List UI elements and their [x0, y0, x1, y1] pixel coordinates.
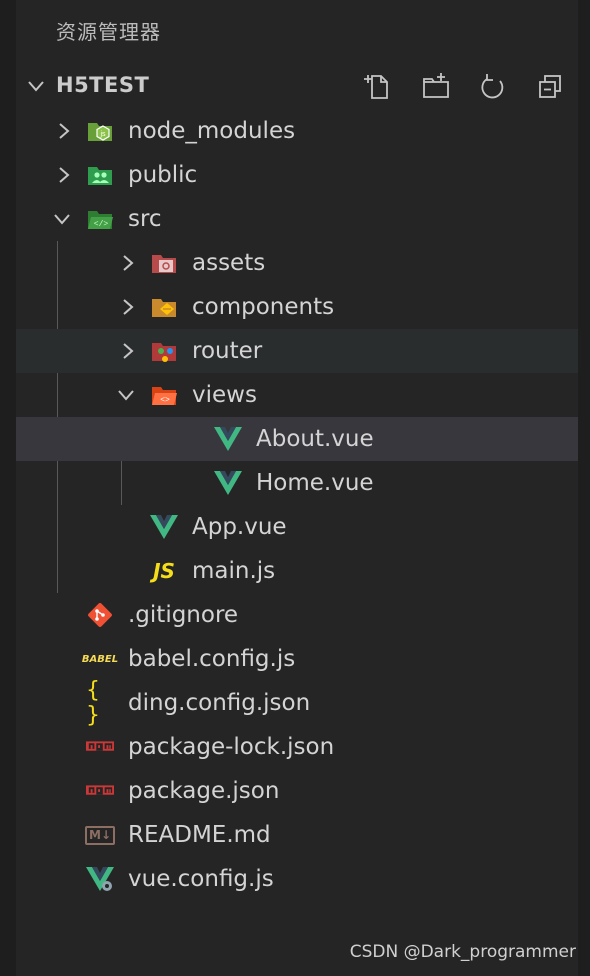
tree-item-views[interactable]: <> views — [16, 373, 578, 417]
chevron-right-icon — [59, 123, 70, 139]
tree-item-about-vue[interactable]: About.vue — [16, 417, 578, 461]
views-folder-icon: <> — [150, 381, 178, 409]
assets-folder-icon — [150, 249, 178, 277]
markdown-icon: M↓ — [85, 821, 115, 849]
tree-item-label: README.md — [128, 822, 271, 848]
refresh-button[interactable] — [476, 70, 510, 104]
tree-item-vue-config[interactable]: vue.config.js — [16, 857, 578, 901]
git-icon — [86, 601, 114, 629]
tree-item-app-vue[interactable]: App.vue — [16, 505, 578, 549]
javascript-icon: JS — [153, 559, 175, 583]
chevron-down-icon — [28, 81, 44, 92]
npm-icon — [86, 733, 114, 761]
tree-item-label: main.js — [192, 558, 276, 584]
panel-title: 资源管理器 — [56, 20, 161, 44]
tree-item-label: .gitignore — [128, 602, 239, 628]
tree-item-node-modules[interactable]: js node_modules — [16, 109, 578, 153]
tree-item-label: package-lock.json — [128, 734, 335, 760]
tree-item-label: About.vue — [256, 426, 374, 452]
svg-text:</>: </> — [94, 220, 109, 229]
workspace-section-header[interactable]: H5TEST — [16, 64, 578, 108]
tree-item-label: babel.config.js — [128, 646, 296, 672]
tree-item-babel-config[interactable]: BABEL babel.config.js — [16, 637, 578, 681]
npm-icon — [86, 777, 114, 805]
tree-item-label: public — [128, 162, 198, 188]
vue-config-icon — [86, 865, 114, 893]
tree-item-src[interactable]: </> src — [16, 197, 578, 241]
tree-item-label: src — [128, 206, 162, 232]
tree-item-package-json[interactable]: package.json — [16, 769, 578, 813]
tree-item-label: assets — [192, 250, 266, 276]
tree-item-label: router — [192, 338, 263, 364]
tree-item-package-lock[interactable]: package-lock.json — [16, 725, 578, 769]
tree-item-label: package.json — [128, 778, 280, 804]
new-file-button[interactable] — [362, 70, 396, 104]
svg-text:js: js — [99, 131, 106, 138]
svg-text:<>: <> — [160, 396, 170, 405]
tree-item-home-vue[interactable]: Home.vue — [16, 461, 578, 505]
indent-guide-views — [121, 417, 122, 505]
components-folder-icon — [150, 293, 178, 321]
tree-item-ding-config[interactable]: { } ding.config.json — [16, 678, 578, 728]
editor-edge — [578, 0, 590, 976]
new-folder-button[interactable] — [419, 70, 453, 104]
tree-item-label: Home.vue — [256, 470, 374, 496]
tree-item-router[interactable]: router — [16, 329, 578, 373]
tree-item-label: ding.config.json — [128, 690, 311, 716]
refresh-icon — [481, 74, 504, 99]
tree-item-label: node_modules — [128, 118, 296, 144]
tree-item-components[interactable]: components — [16, 285, 578, 329]
vue-icon — [150, 513, 178, 541]
tree-item-label: App.vue — [192, 514, 287, 540]
chevron-down-icon — [54, 214, 70, 225]
new-folder-icon — [423, 73, 449, 98]
src-folder-icon: </> — [86, 205, 114, 233]
collapse-all-button[interactable] — [533, 70, 567, 104]
tree-item-public[interactable]: public — [16, 153, 578, 197]
chevron-right-icon — [59, 167, 70, 183]
chevron-right-icon — [123, 299, 134, 315]
json-braces-icon: { } — [86, 678, 100, 728]
tree-item-label: views — [192, 382, 257, 408]
tree-item-label: vue.config.js — [128, 866, 274, 892]
vue-icon — [214, 469, 242, 497]
tree-item-label: components — [192, 294, 335, 320]
tree-item-main-js[interactable]: JS main.js — [16, 549, 578, 593]
chevron-down-icon — [118, 390, 134, 401]
tree-item-gitignore[interactable]: .gitignore — [16, 593, 578, 637]
new-file-icon — [364, 75, 388, 99]
markdown-icon-text: M↓ — [85, 825, 115, 845]
activity-bar-edge — [0, 0, 16, 976]
router-folder-icon — [150, 337, 178, 365]
chevron-right-icon — [123, 255, 134, 271]
chevron-right-icon — [123, 343, 134, 359]
workspace-title: H5TEST — [56, 73, 150, 97]
watermark: CSDN @Dark_programmer — [349, 942, 576, 962]
tree-item-assets[interactable]: assets — [16, 241, 578, 285]
tree-item-readme[interactable]: M↓ README.md — [16, 813, 578, 857]
public-folder-icon — [86, 161, 114, 189]
nodejs-folder-icon: js — [86, 117, 114, 145]
babel-icon: BABEL — [81, 653, 119, 665]
vue-icon — [214, 425, 242, 453]
collapse-all-icon — [539, 75, 561, 98]
